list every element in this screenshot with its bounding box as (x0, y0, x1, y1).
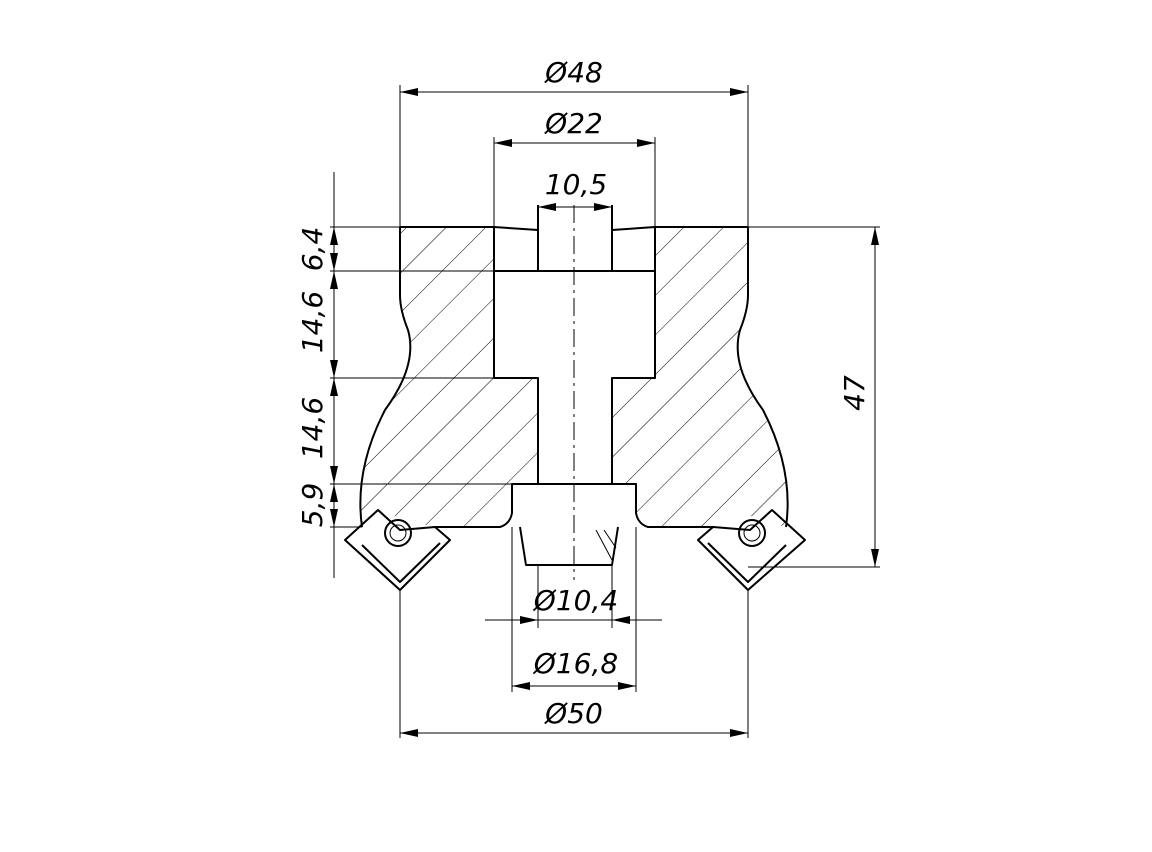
dimension-height-5-9: 5,9 (296, 483, 329, 528)
dimension-height-47: 47 (838, 375, 871, 411)
extension-lines-left (330, 226, 538, 528)
dimension-dia-16-8: Ø16,8 (533, 647, 618, 680)
dimension-slot-width: 10,5 (545, 168, 607, 201)
dimension-height-14-6-lower: 14,6 (296, 397, 329, 459)
dimension-height-6-4: 6,4 (296, 227, 329, 272)
left-vertical-dimension-line (330, 172, 338, 578)
dimension-height-14-6-upper: 14,6 (296, 291, 329, 353)
dimension-dia-22: Ø22 (544, 107, 603, 140)
dimension-dia-48: Ø48 (544, 56, 603, 89)
dimension-dia-50: Ø50 (544, 697, 603, 730)
height-dimension-47 (748, 226, 880, 568)
tool-body-section (359, 226, 789, 528)
drive-slot (537, 205, 613, 272)
dimension-dia-10-4: Ø10,4 (533, 584, 618, 617)
top-dimension-lines (399, 85, 749, 227)
bottom-dimension-lines (399, 527, 749, 738)
